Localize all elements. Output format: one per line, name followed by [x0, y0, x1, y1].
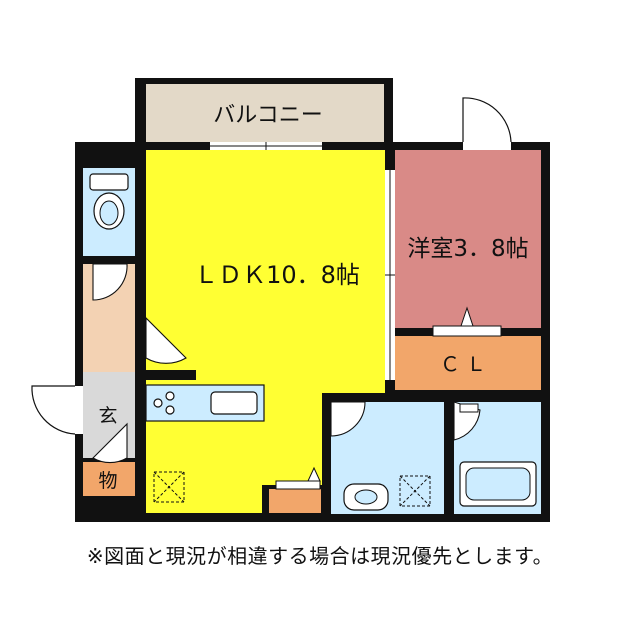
- closet-door-marker: [432, 306, 502, 337]
- fridge-space: [153, 471, 185, 503]
- western-room: [395, 150, 541, 328]
- balcony: バルコニー: [135, 78, 393, 148]
- ldk-label: ＬＤＫ10．8帖: [194, 261, 360, 289]
- sliding-door: [385, 170, 395, 380]
- bathtub-icon: [459, 461, 537, 507]
- stove-burner-icon: [165, 405, 175, 415]
- ldk-room: [146, 150, 385, 513]
- storage-label: 物: [98, 470, 117, 492]
- balcony-window: [210, 142, 322, 150]
- toilet-door: [92, 263, 128, 301]
- western-room-label: 洋室3．8帖: [407, 236, 528, 262]
- closet: [395, 336, 541, 390]
- bath-door-frame: [459, 403, 479, 413]
- ldk-storage-marker: [275, 466, 321, 490]
- storage-area: [83, 462, 135, 496]
- toilet-icon: [89, 173, 129, 230]
- stove-burner-icon: [153, 398, 163, 408]
- ldk-storage: [269, 489, 321, 513]
- storage-door: [92, 422, 128, 464]
- stove-burner-icon: [165, 391, 175, 401]
- washing-machine-space: [399, 475, 431, 507]
- entrance-door: [31, 385, 83, 435]
- closet-label: ＣＬ: [440, 352, 492, 376]
- western-room-door: [462, 97, 512, 150]
- washbasin-icon: [343, 483, 389, 511]
- balcony-label: バルコニー: [213, 103, 323, 128]
- washroom-door: [330, 401, 366, 437]
- sink-icon: [210, 391, 258, 415]
- ldk-door: [145, 316, 187, 364]
- disclaimer-note: ※図面と現況が相違する場合は現況優先とします。: [86, 544, 554, 568]
- kitchen-counter: [145, 370, 265, 422]
- entrance-label: 玄: [98, 405, 117, 427]
